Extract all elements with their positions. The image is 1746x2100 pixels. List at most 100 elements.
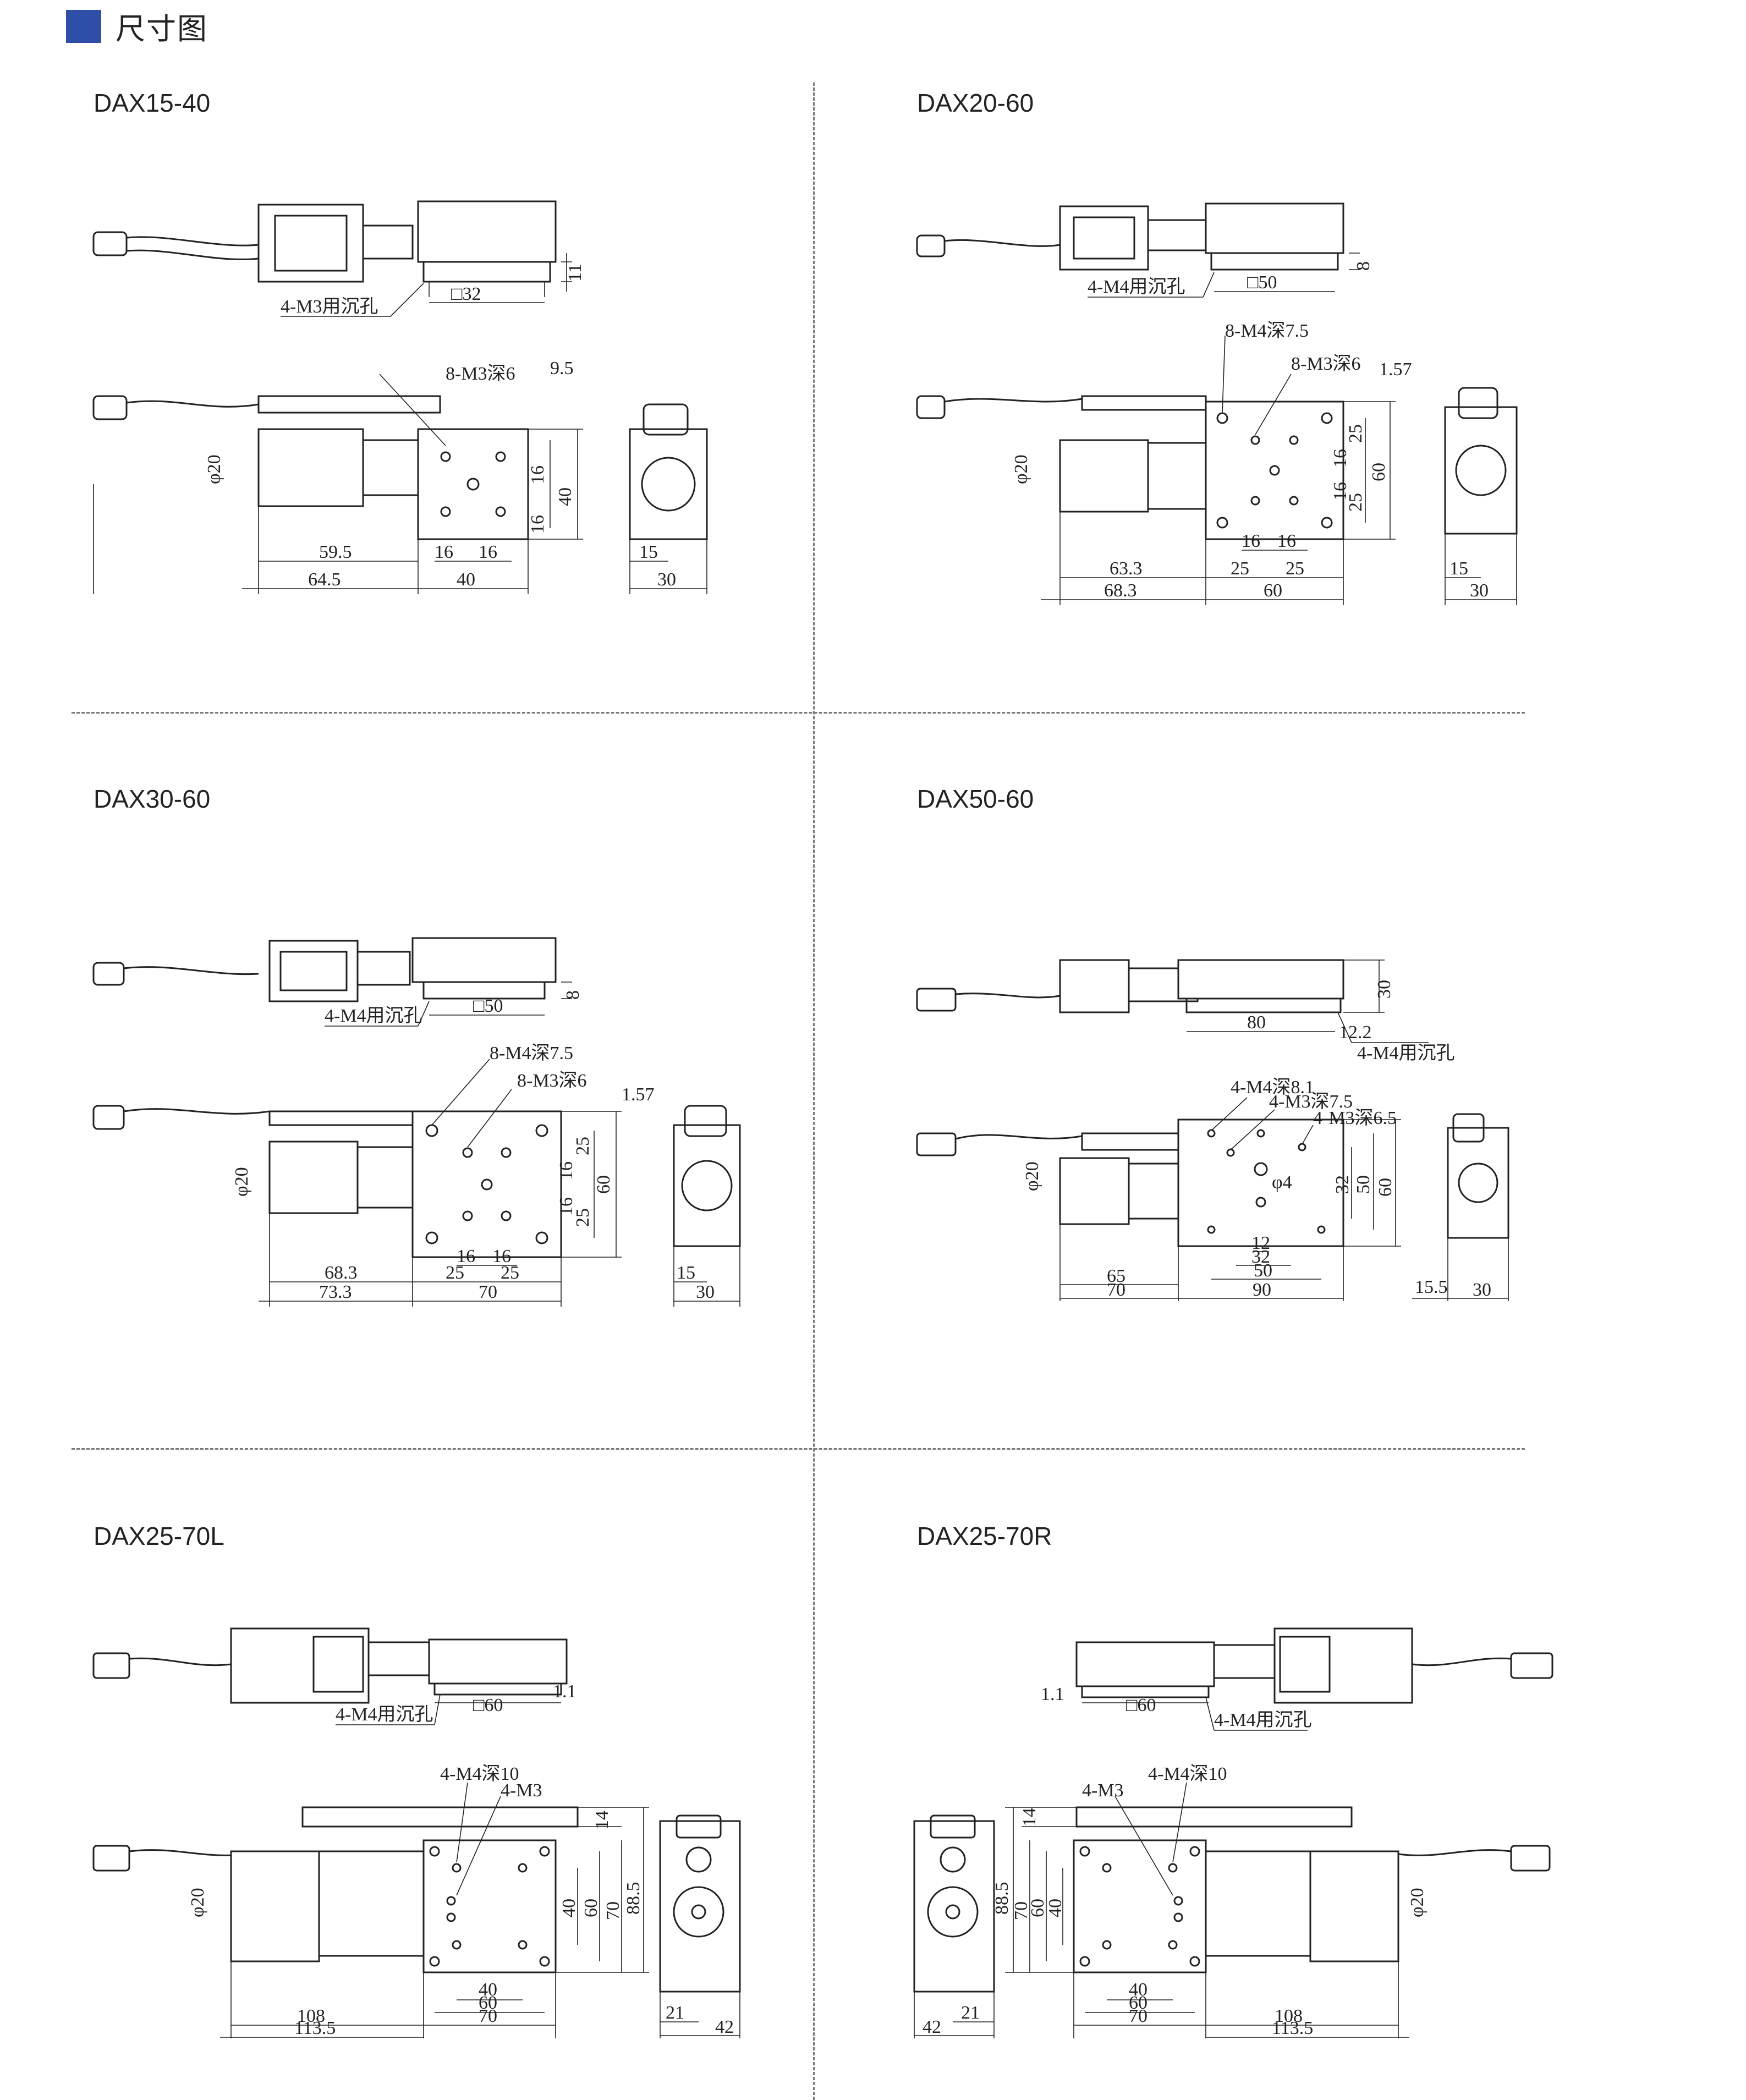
dim-end-b: 30	[1470, 580, 1489, 601]
mount-holes	[1079, 1846, 1200, 1967]
dim-h-b: 60	[1129, 1993, 1147, 2013]
dimension-drawing: □60 1.1 4-M4用沉孔 4-M4深10 4-M3 14	[92, 1627, 741, 2038]
dim-phi: φ20	[232, 1167, 252, 1197]
dim-hole-note: 4-M3用沉孔	[281, 297, 378, 317]
dim-len-a: 65	[1107, 1266, 1125, 1286]
dim-len-b: 113.5	[294, 2018, 336, 2038]
dim-v-b: 16	[556, 1161, 576, 1180]
end-view: 21 42	[913, 1814, 995, 2038]
dim-hole-note: 4-M4用沉孔	[336, 1704, 433, 1725]
dim-side: 60	[1369, 463, 1389, 481]
dim-end-a: 15	[639, 542, 658, 562]
dim-offset: 1.1	[553, 1681, 576, 1702]
panel-dax15-40: DAX15-40 11 □32 4-M3用沉孔	[92, 88, 798, 693]
dim-end-b: 42	[923, 2017, 941, 2037]
dim-len-b: 64.5	[308, 569, 341, 590]
dim-h-a: 40	[479, 1980, 497, 2000]
model-title: DAX20-60	[917, 89, 1034, 117]
dim-h-a: 40	[1129, 1980, 1147, 2000]
dim-thread: 8-M3深6	[446, 364, 515, 384]
dim-thread-a: 4-M4深10	[1148, 1764, 1227, 1784]
panel-dax25-70l: DAX25-70L □60 1.1 4-M4用沉孔	[92, 1521, 798, 2099]
dim-h-a: 12	[1251, 1233, 1270, 1253]
panel-dax25-70r: DAX25-70R □60 1.1 4-M4用沉孔	[913, 1521, 1632, 2099]
dimension-drawing: □60 1.1 4-M4用沉孔 4-M4深10 4-M3 14	[913, 1627, 1553, 2038]
dim-v-d: 88.5	[623, 1882, 644, 1915]
model-title: DAX25-70R	[917, 1522, 1052, 1550]
dim-thread-a: 8-M4深7.5	[490, 1043, 573, 1063]
dim-len-b: 73.3	[319, 1282, 352, 1302]
dim-phi: φ20	[188, 1888, 208, 1917]
dim-h-a: 16	[1242, 531, 1260, 551]
dim-v-b: 50	[1353, 1175, 1374, 1194]
header-accent-block	[66, 9, 101, 43]
dim-v-d: 25	[1346, 493, 1366, 512]
dim-len-a: 63.3	[1110, 558, 1143, 579]
dim-phi: φ20	[1407, 1888, 1427, 1917]
dim-hole-note: 4-M4用沉孔	[325, 1006, 422, 1026]
dim-v-b: 60	[1028, 1899, 1048, 1917]
dim-len-b: 68.3	[1104, 580, 1137, 601]
dim-height: 8	[563, 990, 583, 1000]
model-title: DAX30-60	[94, 785, 211, 813]
dim-offset: 1.1	[1041, 1684, 1064, 1704]
end-view: 15 30	[1444, 387, 1518, 605]
dim-len-a: 108	[1275, 2006, 1303, 2026]
end-view: 15.5 30	[1412, 1113, 1509, 1301]
dim-thread-c: 4-M3深6.5	[1313, 1108, 1397, 1128]
dim-width: 40	[457, 569, 475, 590]
dim-len-a: 59.5	[319, 542, 352, 562]
dim-v-a: 25	[573, 1137, 593, 1155]
dim-hole-note: 4-M4用沉孔	[1214, 1710, 1312, 1730]
dim-end-b: 30	[1473, 1280, 1491, 1300]
top-view: 4-M4深10 4-M3 14 88.5 70 60 40 φ20 40 60 …	[92, 1764, 649, 2038]
dim-v-d: 88.5	[992, 1882, 1012, 1915]
dim-thread-a: 4-M4深10	[440, 1764, 519, 1784]
dim-h-c: 25	[1231, 558, 1249, 579]
dim-side: 60	[594, 1175, 614, 1194]
dim-h-b: 60	[479, 1993, 497, 2013]
dim-width: 70	[479, 1282, 497, 1302]
dim-v-b: 60	[581, 1899, 601, 1917]
panel-dax20-60: DAX20-60 8 □50 4-M4用沉孔	[916, 88, 1632, 693]
dim-end-a: 21	[666, 2003, 684, 2023]
dim-square: □60	[473, 1695, 503, 1715]
dim-phi: φ20	[1011, 454, 1031, 484]
side-view: □60 1.1 4-M4用沉孔	[92, 1627, 576, 1725]
dim-v-c: 60	[1375, 1178, 1396, 1197]
dim-bore: φ4	[1272, 1172, 1292, 1193]
dim-v-c: 16	[1330, 482, 1350, 501]
dim-thread-b: 8-M3深6	[517, 1071, 587, 1091]
dimension-drawing: 11 □32 4-M3用沉孔 8-M3深6 9.5 40 16	[92, 200, 708, 594]
dim-top: 14	[1019, 1808, 1040, 1827]
top-view: 8-M4深7.5 8-M3深6 1.57 60 25 16 16 25 φ20 …	[92, 1043, 655, 1307]
dim-pitch-a: 16	[435, 542, 453, 562]
dim-end-b: 30	[657, 569, 676, 590]
side-view: 11 □32 4-M3用沉孔	[92, 200, 585, 317]
dim-thread-a: 4-M4深8.1	[1231, 1077, 1314, 1098]
dim-v-d: 25	[573, 1208, 593, 1227]
end-view: 15 30	[629, 403, 708, 594]
dim-hole-note: 4-M4用沉孔	[1357, 1043, 1455, 1063]
end-view: 15 30	[673, 1105, 741, 1307]
model-title: DAX15-40	[94, 89, 211, 117]
dim-thread-a: 8-M4深7.5	[1225, 321, 1309, 341]
dim-top: 14	[592, 1811, 612, 1829]
side-view: 8 □50 4-M4用沉孔	[92, 937, 583, 1027]
dimension-drawing: 8 □50 4-M4用沉孔 8-M4深7.5 8-M3深6 1	[92, 937, 741, 1307]
section-title: 尺寸图	[116, 12, 208, 46]
dim-end-a: 15.5	[1415, 1277, 1448, 1297]
panel-dax30-60: DAX30-60 8 □50 4-M4用沉孔	[92, 784, 798, 1389]
dim-h-b: 16	[1277, 531, 1296, 551]
dim-v-c: 16	[556, 1197, 576, 1216]
dim-square: □50	[1247, 272, 1277, 293]
dim-v-c: 70	[603, 1901, 623, 1920]
dim-v-b: 16	[1330, 449, 1350, 468]
dim-side: 40	[555, 487, 575, 506]
dim-end-b: 42	[715, 2017, 734, 2037]
mount-holes	[1216, 412, 1333, 529]
dim-h1: 16	[528, 465, 548, 484]
dim-height: 11	[565, 264, 585, 282]
dim-end-a: 21	[961, 2003, 980, 2023]
top-view: 4-M4深8.1 4-M3深7.5 4-M3深6.5 φ4 60 50 32 φ…	[916, 1077, 1401, 1301]
